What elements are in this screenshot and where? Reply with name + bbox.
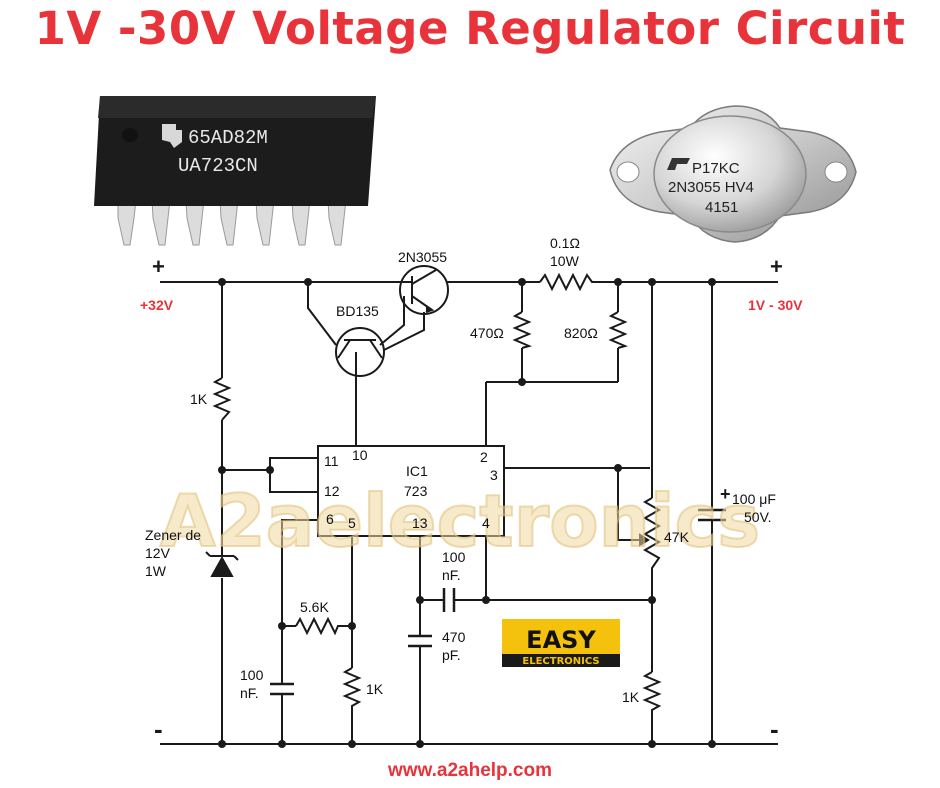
label-100nf-mid-b: nF. <box>442 567 461 583</box>
pin-10: 10 <box>352 447 368 463</box>
minus-sign-left: - <box>154 714 163 744</box>
label-47k: 47K <box>664 529 690 545</box>
plus-sign-left: + <box>152 254 165 279</box>
resistor-1k-bottom <box>342 667 362 714</box>
label-cap-out-a: 100 μF <box>732 491 776 507</box>
transistor-marking-line2: 2N3055 HV4 <box>668 179 754 196</box>
badge-bottom: ELECTRONICS <box>522 656 599 667</box>
potentiometer-47k <box>636 497 662 578</box>
pin-11: 11 <box>324 453 339 469</box>
capacitor-100nf-left <box>270 682 294 696</box>
label-100nf-left-a: 100 <box>240 667 264 683</box>
page-title: 1V -30V Voltage Regulator Circuit <box>34 2 906 55</box>
resistor-1k-right <box>642 671 662 720</box>
pin-6: 6 <box>326 511 334 527</box>
label-470pf-b: pF. <box>442 647 461 663</box>
label-zener-1: Zener de <box>145 527 201 543</box>
pin-3: 3 <box>490 467 498 483</box>
label-2n3055: 2N3055 <box>398 249 447 265</box>
transistor-package-photo: P17KC 2N3055 HV4 4151 <box>609 105 857 243</box>
ti-logo-icon <box>162 124 182 148</box>
pin-5: 5 <box>348 515 356 531</box>
label-1k-top: 1K <box>190 391 208 407</box>
label-ic-part: 723 <box>404 483 428 499</box>
label-zener-3: 1W <box>145 563 167 579</box>
label-zener-2: 12V <box>145 545 171 561</box>
label-bd135: BD135 <box>336 303 379 319</box>
label-470pf-a: 470 <box>442 629 466 645</box>
pin-2: 2 <box>480 449 488 465</box>
label-1k-right: 1K <box>622 689 640 705</box>
label-ic-name: IC1 <box>406 463 428 479</box>
resistor-470 <box>512 311 532 349</box>
pin-4: 4 <box>482 515 490 531</box>
label-470: 470Ω <box>470 325 504 341</box>
label-sense-value: 0.1Ω <box>550 235 580 251</box>
label-5k6: 5.6K <box>300 599 329 615</box>
transistor-marking-line1: P17KC <box>692 160 740 177</box>
label-100nf-mid-a: 100 <box>442 549 466 565</box>
zener-diode <box>205 551 239 577</box>
website-url[interactable]: www.a2ahelp.com <box>387 760 552 781</box>
easy-electronics-badge: EASY ELECTRONICS <box>502 619 620 667</box>
label-1k-bottom: 1K <box>366 681 384 697</box>
circuit-wires <box>160 281 778 745</box>
resistor-sense <box>539 272 594 292</box>
pin-12: 12 <box>324 483 340 499</box>
plus-sign-right: + <box>770 254 783 279</box>
capacitor-output <box>698 508 726 522</box>
badge-top: EASY <box>526 626 596 654</box>
junction-dots <box>218 278 716 748</box>
output-voltage-label: 1V - 30V <box>748 297 803 313</box>
label-100nf-left-b: nF. <box>240 685 259 701</box>
transistor-2n3055 <box>399 265 449 315</box>
ic1-723 <box>317 445 505 537</box>
capacitor-470pf <box>408 634 432 648</box>
label-sense-power: 10W <box>550 253 580 269</box>
ic-marking-line1: 65AD82M <box>188 127 268 149</box>
resistor-820 <box>608 311 628 349</box>
capacitor-100nf-mid <box>442 588 456 612</box>
label-cap-out-b: 50V. <box>744 509 772 525</box>
transistor-marking-line3: 4151 <box>705 199 738 216</box>
label-820: 820Ω <box>564 325 598 341</box>
input-voltage-label: +32V <box>140 297 174 313</box>
pin-13: 13 <box>412 515 428 531</box>
minus-sign-right: - <box>770 714 779 744</box>
ic-marking-line2: UA723CN <box>178 155 258 177</box>
watermark: A2aelectronics <box>160 479 760 563</box>
resistor-5k6 <box>295 616 342 636</box>
resistor-1k-top <box>212 377 232 421</box>
cap-plus-sign: + <box>720 484 731 504</box>
ic-package-photo: 65AD82M UA723CN <box>94 96 376 246</box>
transistor-bd135 <box>335 327 385 377</box>
